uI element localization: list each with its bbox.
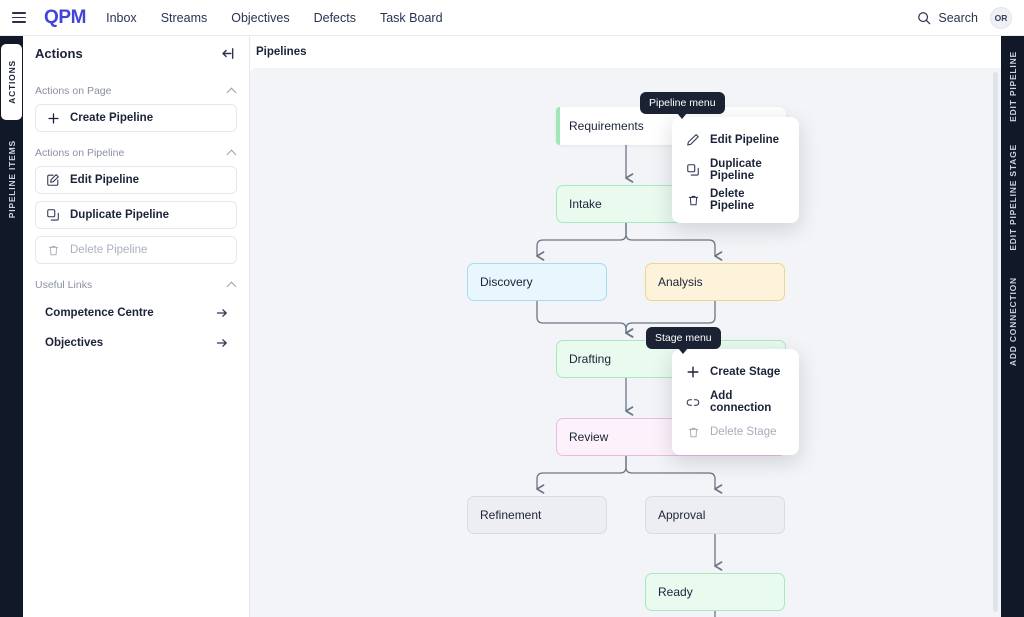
duplicate-pipeline-label: Duplicate Pipeline (70, 209, 170, 221)
menu-item-label: Create Stage (710, 366, 781, 378)
rail-tab-edit-pipeline[interactable]: EDIT PIPELINE (1002, 44, 1023, 128)
flow-node-label: Discovery (480, 275, 533, 289)
pipeline-context-menu: Edit Pipeline Duplicate Pipeline (672, 117, 799, 223)
menu-item-create-stage[interactable]: Create Stage (672, 357, 799, 387)
breadcrumb: Pipelines (250, 36, 1024, 68)
flow-node-discovery[interactable]: Discovery (467, 263, 607, 301)
arrow-right-icon (215, 306, 229, 320)
flow-node-label: Analysis (658, 275, 703, 289)
canvas-scrollbar-thumb[interactable] (993, 72, 998, 612)
sidebar-header: Actions (35, 36, 237, 70)
delete-pipeline-button: Delete Pipeline (35, 236, 237, 264)
app-logo[interactable]: QPM (44, 6, 87, 28)
hamburger-icon[interactable] (0, 0, 38, 36)
create-pipeline-label: Create Pipeline (70, 112, 154, 124)
trash-icon (46, 243, 60, 257)
canvas-scrollbar[interactable] (990, 68, 1002, 617)
plus-icon (686, 365, 700, 379)
link-icon (686, 395, 700, 409)
edit-pipeline-label: Edit Pipeline (70, 174, 140, 186)
page-title: Actions (35, 45, 83, 61)
link-label: Competence Centre (45, 307, 154, 319)
breadcrumb-pipelines[interactable]: Pipelines (256, 46, 307, 58)
rail-tab-add-connection-label: ADD CONNECTION (1007, 277, 1018, 367)
nav-item-inbox[interactable]: Inbox (106, 10, 137, 25)
menu-item-add-connection[interactable]: Add connection (672, 387, 799, 417)
stage-context-menu: Create Stage Add connection (672, 349, 799, 455)
chevron-up-icon (227, 86, 237, 96)
link-competence-centre[interactable]: Competence Centre (35, 298, 237, 328)
nav-item-task-board[interactable]: Task Board (379, 10, 443, 25)
copy-icon (46, 208, 60, 222)
section-label: Actions on Page (35, 85, 112, 97)
pipeline-menu-tooltip: Pipeline menu (640, 92, 725, 119)
content-area: Pipelines (250, 36, 1024, 617)
right-rail: EDIT PIPELINE EDIT PIPELINE STAGE ADD CO… (1001, 36, 1024, 617)
section-label: Actions on Pipeline (35, 147, 125, 159)
chevron-up-icon (227, 148, 237, 158)
menu-item-edit-pipeline[interactable]: Edit Pipeline (672, 125, 799, 155)
flow-node-analysis[interactable]: Analysis (645, 263, 785, 301)
pencil-square-icon (46, 173, 60, 187)
flow-node-label: Drafting (569, 352, 612, 366)
rail-tab-actions-label: ACTIONS (6, 60, 17, 104)
stage-menu-tooltip: Stage menu (646, 327, 721, 354)
actions-sidebar: Actions Actions on Page Create Pipeline … (23, 36, 250, 617)
create-pipeline-button[interactable]: Create Pipeline (35, 104, 237, 132)
rail-tab-edit-pipeline-label: EDIT PIPELINE (1007, 50, 1018, 122)
top-right-actions: Search OR (917, 6, 1024, 29)
primary-nav: Inbox Streams Objectives Defects Task Bo… (106, 11, 442, 25)
rail-tab-edit-pipeline-stage[interactable]: EDIT PIPELINE STAGE (1002, 136, 1023, 258)
nav-item-streams[interactable]: Streams (160, 10, 208, 25)
search-icon (917, 11, 931, 25)
menu-item-label: Delete Stage (710, 426, 777, 438)
section-header-actions-on-page[interactable]: Actions on Page (35, 78, 237, 104)
flow-node-refinement[interactable]: Refinement (467, 496, 607, 534)
search-button[interactable]: Search (917, 11, 978, 25)
rail-tab-add-connection[interactable]: ADD CONNECTION (1002, 266, 1023, 378)
flow-node-label: Ready (658, 585, 693, 599)
rail-tab-pipeline-items-label: PIPELINE ITEMS (6, 139, 17, 219)
flow-node-ready[interactable]: Ready (645, 573, 785, 611)
chevron-up-icon (227, 280, 237, 290)
trash-icon (686, 193, 700, 207)
avatar[interactable]: OR (990, 6, 1012, 29)
flow-node-label: Intake (569, 197, 602, 211)
rail-tab-actions[interactable]: ACTIONS (1, 44, 22, 120)
flow-node-label: Approval (658, 508, 706, 522)
plus-icon (46, 111, 60, 125)
link-objectives[interactable]: Objectives (35, 328, 237, 358)
top-navigation-bar: QPM Inbox Streams Objectives Defects Tas… (0, 0, 1024, 36)
delete-pipeline-label: Delete Pipeline (70, 244, 148, 256)
trash-icon (686, 425, 700, 439)
arrow-right-icon (215, 336, 229, 350)
menu-item-delete-stage: Delete Stage (672, 417, 799, 447)
section-header-useful-links[interactable]: Useful Links (35, 272, 237, 298)
nav-item-objectives[interactable]: Objectives (231, 10, 290, 25)
section-header-actions-on-pipeline[interactable]: Actions on Pipeline (35, 140, 237, 166)
section-label: Useful Links (35, 279, 93, 291)
menu-item-label: Edit Pipeline (710, 134, 780, 146)
menu-item-label: Delete Pipeline (710, 188, 755, 212)
flow-node-label: Refinement (480, 508, 542, 522)
nav-item-defects[interactable]: Defects (313, 10, 356, 25)
flow-node-label: Requirements (569, 119, 644, 133)
menu-item-label: Add connection (710, 390, 772, 414)
search-label: Search (938, 10, 978, 25)
menu-item-label: Duplicate Pipeline (710, 158, 762, 182)
menu-item-delete-pipeline[interactable]: Delete Pipeline (672, 185, 799, 215)
flow-node-label: Review (569, 430, 609, 444)
pipeline-canvas[interactable]: Requirements Intake Discovery Analysis D… (250, 68, 990, 617)
edit-pipeline-button[interactable]: Edit Pipeline (35, 166, 237, 194)
duplicate-pipeline-button[interactable]: Duplicate Pipeline (35, 201, 237, 229)
left-rail: ACTIONS PIPELINE ITEMS (0, 36, 23, 617)
link-label: Objectives (45, 337, 104, 349)
rail-tab-pipeline-items[interactable]: PIPELINE ITEMS (1, 128, 22, 230)
rail-tab-edit-pipeline-stage-label: EDIT PIPELINE STAGE (1007, 143, 1018, 251)
flow-node-approval[interactable]: Approval (645, 496, 785, 534)
menu-item-duplicate-pipeline[interactable]: Duplicate Pipeline (672, 155, 799, 185)
pencil-icon (686, 133, 700, 147)
collapse-panel-icon[interactable] (218, 44, 237, 63)
copy-icon (686, 163, 700, 177)
